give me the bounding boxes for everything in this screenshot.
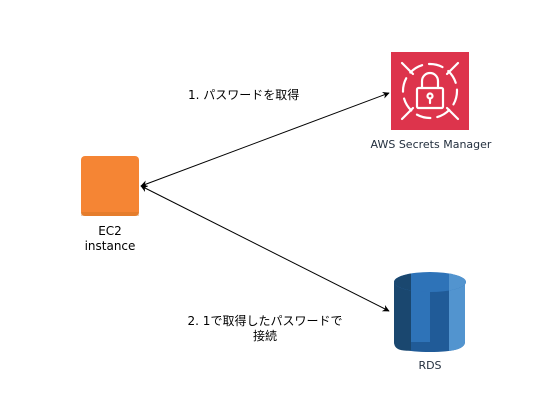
edge-ec2-secrets [140,91,390,188]
ec2-label-line2: instance [84,239,136,253]
rds-label: RDS [418,359,442,372]
rds-database-icon[interactable] [393,272,466,352]
edge-label-connect: 2. 1で取得したパスワードで 接続 [165,314,365,344]
ec2-label-line1: EC2 [98,224,122,238]
edge-label-get-password: 1. パスワードを取得 [188,88,300,102]
secrets-manager-icon[interactable] [391,52,469,130]
edge-label-connect-line1: 2. 1で取得したパスワードで [187,314,343,328]
edge-ec2-rds [140,185,390,312]
ec2-label: EC2 instance [70,224,150,254]
secrets-manager-label: AWS Secrets Manager [370,138,492,151]
edge-label-connect-line2: 接続 [252,329,277,343]
ec2-instance-icon[interactable] [81,156,139,216]
